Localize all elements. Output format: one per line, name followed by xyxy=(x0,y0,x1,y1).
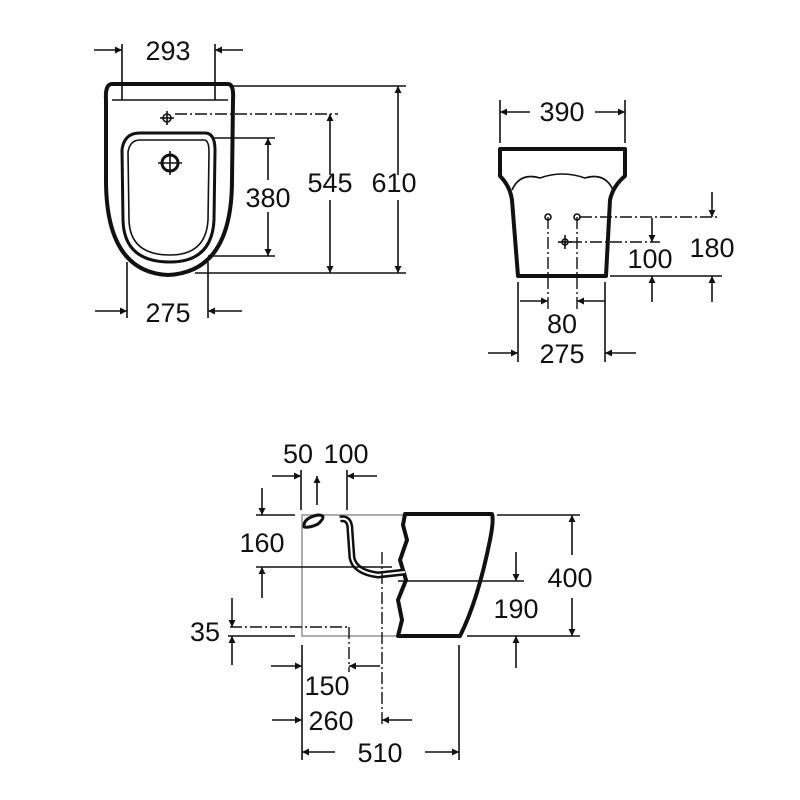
dim-380: 380 xyxy=(245,183,290,213)
dim-100-front: 100 xyxy=(627,244,672,274)
dim-275-front: 275 xyxy=(539,339,584,369)
bidet-outline-top xyxy=(103,82,236,277)
dim-260: 260 xyxy=(308,706,353,736)
drain-icon xyxy=(158,151,182,175)
dim-390: 390 xyxy=(539,97,584,127)
bidet-outline-front xyxy=(498,147,627,278)
dim-293: 293 xyxy=(145,36,190,66)
dim-160: 160 xyxy=(239,528,284,558)
dim-190: 190 xyxy=(493,594,538,624)
dim-35: 35 xyxy=(190,617,220,647)
front-view: 390 180 100 80 275 xyxy=(488,97,735,369)
dim-400: 400 xyxy=(547,563,592,593)
top-view: 293 610 545 380 275 xyxy=(94,36,417,328)
side-view: 50 100 160 400 190 35 150 260 510 xyxy=(190,439,593,768)
dim-50: 50 xyxy=(283,439,313,469)
spout-icon xyxy=(302,513,325,529)
tap-hole-icon xyxy=(160,111,174,125)
bowl-inner xyxy=(120,131,217,264)
dim-80: 80 xyxy=(547,309,577,339)
dim-610: 610 xyxy=(371,168,416,198)
bidet-outline-side xyxy=(396,512,495,638)
inlet-icon xyxy=(558,235,572,249)
dim-275-top: 275 xyxy=(145,298,190,328)
dim-545: 545 xyxy=(307,168,352,198)
dim-510: 510 xyxy=(357,738,402,768)
dim-100-side: 100 xyxy=(323,439,368,469)
dim-180: 180 xyxy=(689,233,734,263)
dim-150: 150 xyxy=(304,671,349,701)
